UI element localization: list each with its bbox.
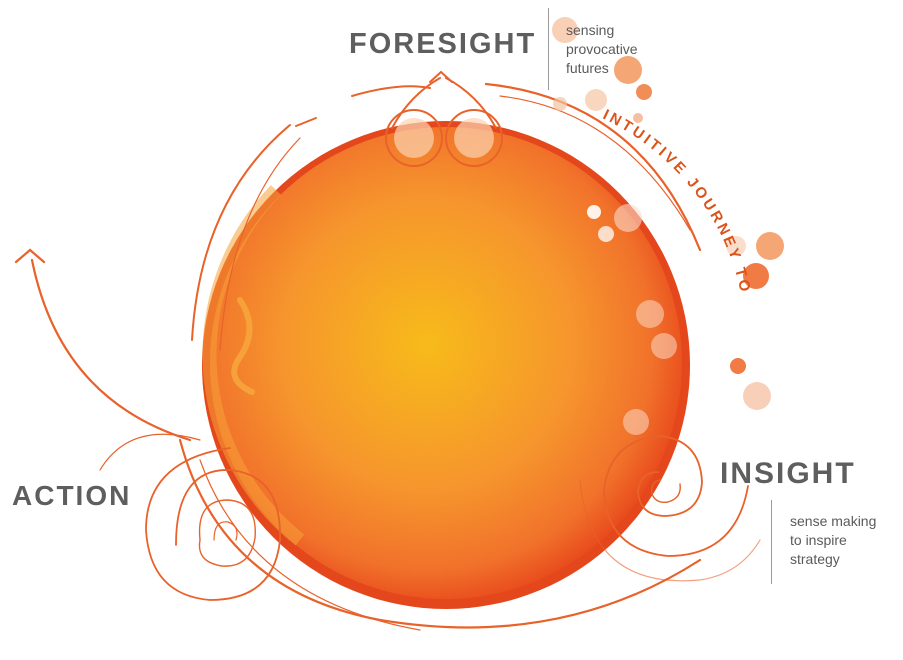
foresight-line: sensing xyxy=(566,21,638,40)
foresight-divider xyxy=(548,8,549,90)
insight-divider xyxy=(771,500,772,584)
insight-line: sense making xyxy=(790,512,876,531)
insight-title: INSIGHT xyxy=(720,457,856,491)
foresight-line: provocative xyxy=(566,40,638,59)
foresight-description: sensing provocative futures xyxy=(566,21,638,78)
foresight-line: futures xyxy=(566,59,638,78)
insight-line: strategy xyxy=(790,550,876,569)
insight-line: to inspire xyxy=(790,531,876,550)
foresight-title: FORESIGHT xyxy=(349,28,536,61)
insight-description: sense making to inspire strategy xyxy=(790,512,876,569)
action-title: ACTION xyxy=(12,480,131,512)
